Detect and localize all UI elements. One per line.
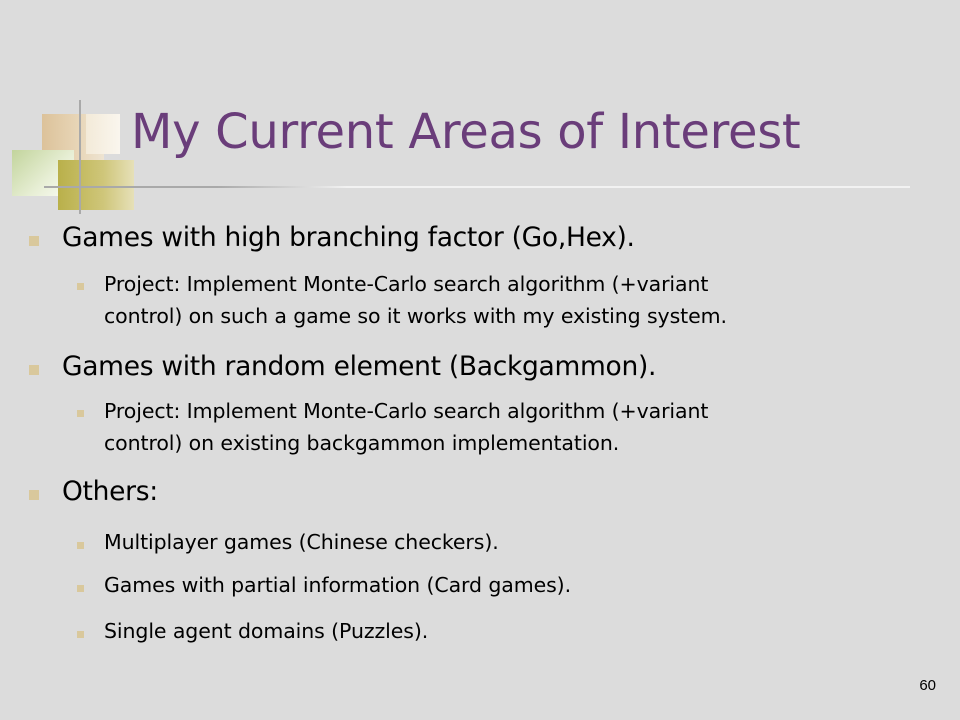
decorative-square-olive xyxy=(58,160,134,210)
sub-bullet-line: Project: Implement Monte-Carlo search al… xyxy=(104,399,709,423)
page-number: 60 xyxy=(919,677,936,694)
sub-bullet-item: Games with partial information (Card gam… xyxy=(104,573,572,597)
sub-bullet-line: Project: Implement Monte-Carlo search al… xyxy=(104,272,709,296)
bullet-item: Games with random element (Backgammon). xyxy=(62,351,657,382)
sub-bullet-item: Project: Implement Monte-Carlo search al… xyxy=(104,268,727,332)
sub-bullet-marker xyxy=(77,631,84,638)
sub-bullet-marker xyxy=(77,410,84,417)
decorative-square-cream xyxy=(86,114,120,154)
sub-bullet-item: Multiplayer games (Chinese checkers). xyxy=(104,530,499,554)
bullet-marker xyxy=(29,236,39,246)
slide-title: My Current Areas of Interest xyxy=(131,104,801,160)
bullet-marker xyxy=(29,365,39,375)
bullet-item: Games with high branching factor (Go,Hex… xyxy=(62,222,635,253)
sub-bullet-item: Project: Implement Monte-Carlo search al… xyxy=(104,395,708,459)
sub-bullet-marker xyxy=(77,585,84,592)
sub-bullet-line: control) on existing backgammon implemen… xyxy=(104,431,620,455)
sub-bullet-marker xyxy=(77,542,84,549)
title-underline xyxy=(44,186,910,188)
sub-bullet-marker xyxy=(77,283,84,290)
decorative-vertical-line xyxy=(79,100,81,214)
sub-bullet-line: control) on such a game so it works with… xyxy=(104,304,727,328)
bullet-item: Others: xyxy=(62,476,158,507)
bullet-marker xyxy=(29,490,39,500)
sub-bullet-item: Single agent domains (Puzzles). xyxy=(104,619,429,643)
